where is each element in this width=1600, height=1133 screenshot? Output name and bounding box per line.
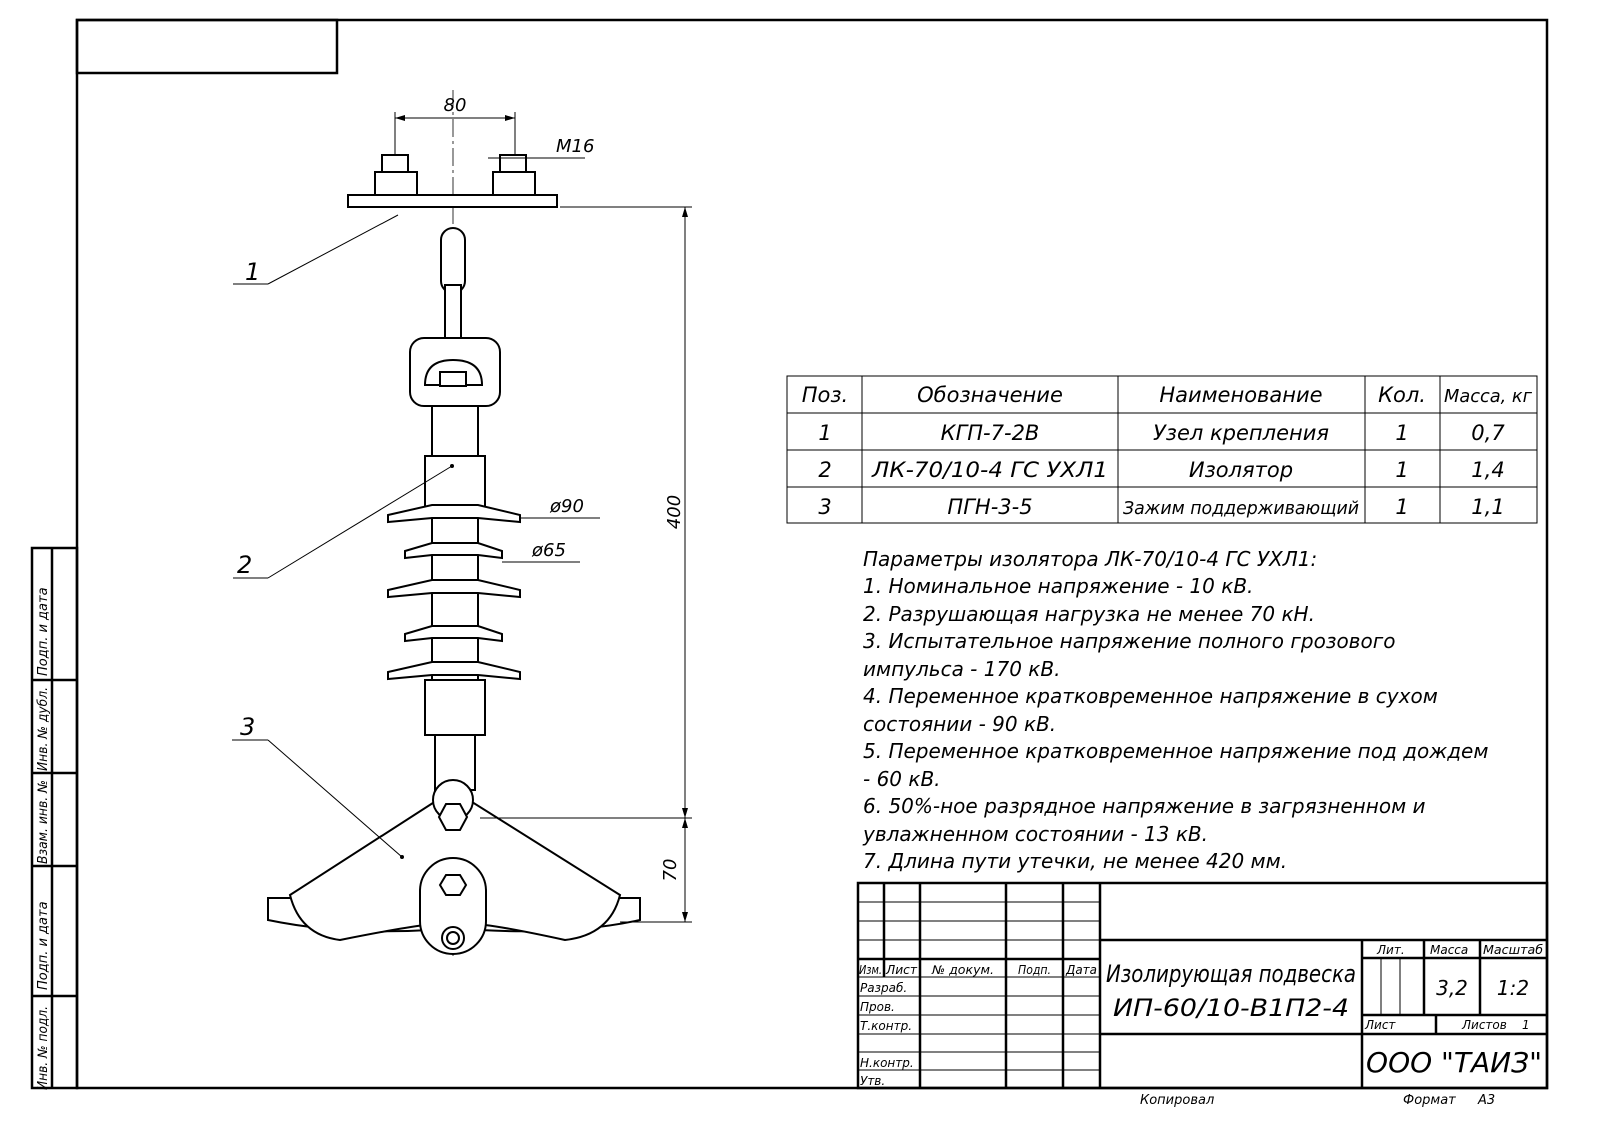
note-line: состоянии - 90 кВ.	[863, 712, 1056, 736]
cell: 0,7	[1471, 421, 1505, 445]
callout-3: 3	[240, 713, 255, 741]
keeper	[419, 857, 487, 955]
stamp-label: Инв. № дубл.	[36, 687, 51, 771]
dimension-400: 400	[664, 495, 685, 529]
stamp-label: Взам. инв. №	[36, 780, 51, 864]
note-line: 1. Номинальное напряжение - 10 кВ.	[863, 574, 1253, 598]
cell: ЛК-70/10-4 ГС УХЛ1	[871, 458, 1108, 482]
lower-sleeve	[424, 679, 486, 736]
dimension-phi65: ø65	[531, 540, 566, 561]
cell: 3	[818, 495, 831, 519]
cell: Узел крепления	[1153, 421, 1329, 445]
cell: КГП-7-2В	[941, 421, 1040, 445]
side-stamp: Инв. № подл. Подп. и дата Взам. инв. № И…	[30, 546, 79, 1090]
header-izm: Изм.	[859, 963, 882, 977]
header-mass: Масса, кг	[1444, 386, 1533, 407]
note-line: 2. Разрушающая нагрузка не менее 70 кН.	[863, 602, 1315, 626]
callout-2: 2	[237, 551, 252, 579]
header-sign: Подп.	[1018, 963, 1051, 977]
cell: 2	[818, 458, 831, 482]
note-line: 7. Длина пути утечки, не менее 420 мм.	[863, 849, 1287, 873]
callout-1: 1	[245, 258, 260, 286]
cell: 1,4	[1471, 458, 1504, 482]
role-developer: Разраб.	[860, 981, 907, 995]
nut-left	[374, 154, 418, 196]
drawing-code: ИП-60/10-В1П2-4	[1113, 994, 1349, 1022]
header-list: Лист	[885, 963, 918, 977]
header-doc-no: № докум.	[931, 963, 994, 977]
stamp-label: Подп. и дата	[36, 587, 51, 676]
header-date: Дата	[1065, 963, 1097, 977]
header-name: Наименование	[1159, 383, 1322, 407]
title-block: Изм. Лист № докум. Подп. Дата Разраб. Пр…	[856, 881, 1549, 1090]
note-line: импульса - 170 кВ.	[863, 657, 1060, 681]
dimension-70: 70	[660, 859, 681, 882]
sheds	[387, 504, 521, 681]
sheets-label: Листов	[1461, 1018, 1507, 1032]
drawing-title: Изолирующая подвеска	[1106, 960, 1356, 988]
cell: 1	[1395, 458, 1408, 482]
note-line: 4. Переменное кратковременное напряжение…	[863, 684, 1438, 708]
note-line: увлажненном состоянии - 13 кВ.	[862, 822, 1208, 846]
top-left-box	[75, 18, 339, 75]
mounting-plate	[347, 194, 558, 208]
lit-label: Лит.	[1376, 943, 1405, 957]
dimension-phi90: ø90	[549, 496, 584, 517]
header-qty: Кол.	[1378, 383, 1426, 407]
cell: 1	[818, 421, 831, 445]
sheets-count: 1	[1522, 1018, 1530, 1032]
eye-link	[440, 227, 466, 294]
scale-value: 1:2	[1497, 976, 1529, 1000]
spec-table: Поз. Обозначение Наименование Кол. Масса…	[786, 375, 1538, 524]
role-tech-control: Т.контр.	[860, 1019, 912, 1033]
copied-label: Копировал	[1140, 1093, 1214, 1108]
cell: 1,1	[1471, 495, 1504, 519]
note-line: 5. Переменное кратковременное напряжение…	[863, 739, 1488, 763]
dimensions: 80 M16 400 70 ø90 ø65	[394, 95, 692, 923]
scale-label: Масштаб	[1483, 943, 1544, 957]
insulator-assembly	[267, 90, 641, 960]
upper-sleeve	[424, 455, 486, 511]
mass-value: 3,2	[1436, 976, 1468, 1000]
note-line: 6. 50%-ное разрядное напряжение в загряз…	[863, 794, 1426, 818]
cell: 1	[1395, 495, 1408, 519]
header-pos: Поз.	[802, 383, 848, 407]
role-approved: Утв.	[860, 1074, 885, 1088]
stamp-label: Инв. № подл.	[36, 1006, 51, 1090]
stamp-label: Подп. и дата	[36, 901, 51, 990]
role-norm-control: Н.контр.	[860, 1056, 914, 1070]
cell: Изолятор	[1189, 458, 1293, 482]
cell: 1	[1395, 421, 1408, 445]
company-name: ООО "ТАИЗ"	[1366, 1046, 1542, 1079]
header-designation: Обозначение	[917, 383, 1063, 407]
format-value: А3	[1477, 1093, 1495, 1108]
nut-right	[492, 154, 536, 196]
technical-notes: Параметры изолятора ЛК-70/10-4 ГС УХЛ1: …	[862, 547, 1488, 873]
format-label: Формат	[1403, 1093, 1456, 1108]
note-line: Параметры изолятора ЛК-70/10-4 ГС УХЛ1:	[863, 547, 1317, 571]
bolt-head	[437, 803, 469, 831]
dimension-m16: M16	[556, 136, 594, 157]
mass-label: Масса	[1430, 943, 1468, 957]
cell: Зажим поддерживающий	[1123, 498, 1359, 519]
note-line: 3. Испытательное напряжение полного гроз…	[863, 629, 1395, 653]
drawing-frame	[75, 18, 1549, 1090]
note-line: - 60 кВ.	[863, 767, 941, 791]
role-checker: Пров.	[860, 1000, 895, 1014]
sheet-label: Лист	[1364, 1018, 1396, 1032]
dimension-80: 80	[444, 95, 467, 116]
cell: ПГН-3-5	[947, 495, 1032, 519]
callouts: 1 2 3	[232, 214, 454, 859]
